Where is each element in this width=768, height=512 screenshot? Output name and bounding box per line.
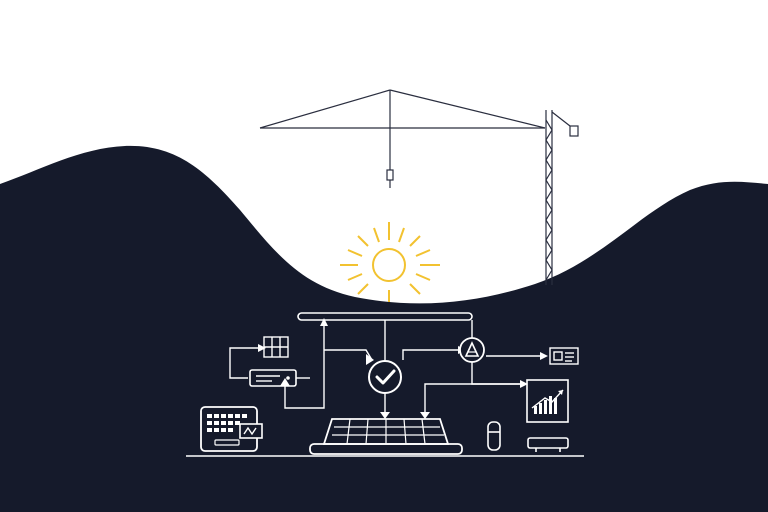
calendar-icon [200, 406, 263, 452]
map-icon [263, 336, 289, 358]
status-panel-icon [549, 347, 579, 365]
router-icon [527, 437, 569, 452]
crane-icon [259, 89, 579, 285]
document-icon [249, 369, 297, 387]
pipe-icon [487, 421, 501, 451]
sun-icon [340, 222, 440, 302]
connector-lines [229, 320, 540, 412]
checkmark-icon [368, 360, 402, 394]
alert-triangle-icon [459, 337, 485, 363]
trend-chart-icon [526, 379, 569, 423]
dark-hill [0, 145, 768, 512]
laptop-icon [309, 418, 463, 455]
